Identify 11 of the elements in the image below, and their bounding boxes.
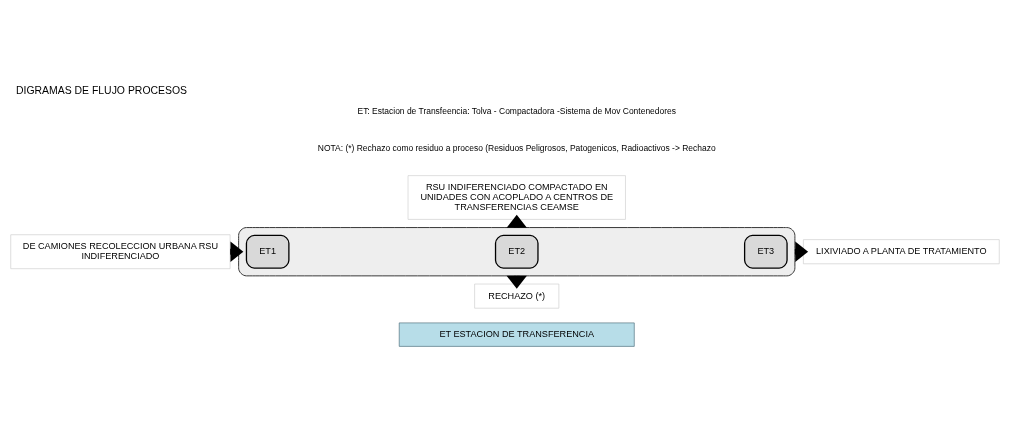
diagram-title: DIGRAMAS DE FLUJO PROCESOS — [15, 84, 188, 96]
node-box: LIXIVIADO A PLANTA DE TRATAMIENTO — [803, 238, 1000, 264]
node-box: DE CAMIONES RECOLECCION URBANA RSU INDIFERENCIADO — [10, 233, 231, 269]
label: ET: Estacion de Transfeencia: Tolva - Compactadora -Sistema de Mov Contenedores — [357, 105, 677, 116]
node-box: ET2 — [494, 234, 539, 269]
node-box: ET1 — [245, 234, 290, 269]
node-box: ET ESTACION DE TRANSFERENCIA — [398, 322, 635, 347]
label: NOTA: (*) Rechazo como residuo a proceso (Residuos Peligrosos, Patogenicos, Radioactivos -> Rechazo — [317, 142, 716, 153]
node-box: ET3 — [743, 234, 788, 269]
node-box: RECHAZO (*) — [474, 283, 560, 308]
node-box: RSU INDIFERENCIADO COMPACTADO EN UNIDADES CON ACOPLADO A CENTROS DE TRANSFERENCIAS CEAMSE — [407, 174, 626, 220]
